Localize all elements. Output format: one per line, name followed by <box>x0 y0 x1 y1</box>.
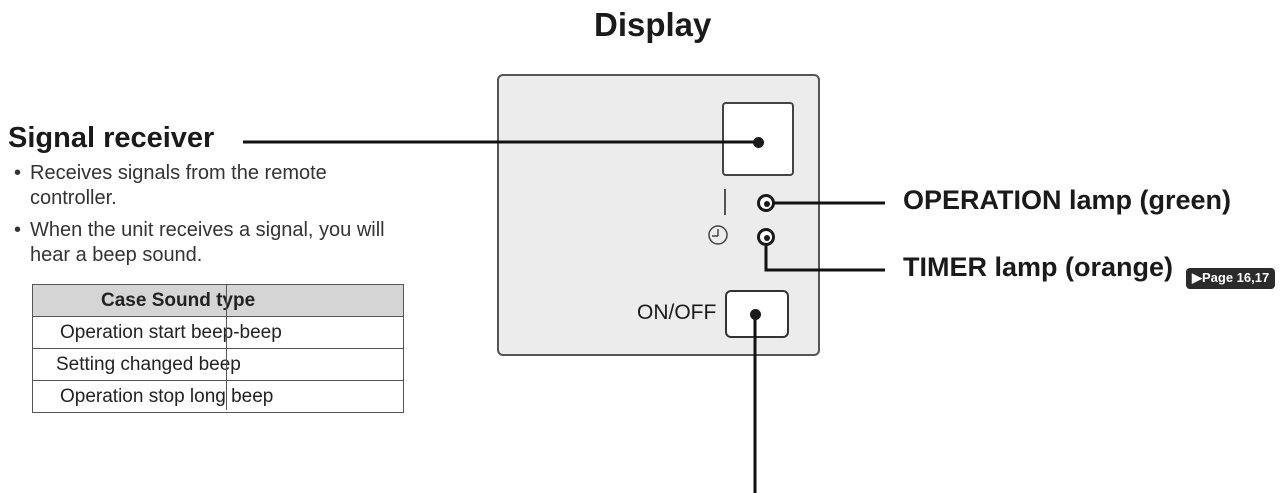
table-cell-text: Setting changed beep <box>56 354 241 375</box>
table-header-cell: Case Sound type <box>32 284 404 317</box>
table-row: Operation stop long beep <box>32 380 404 413</box>
table-cell: Operation stop long beep <box>32 380 404 413</box>
table-cell-text: Operation stop long beep <box>60 386 274 407</box>
signal-receiver-dot <box>753 137 764 148</box>
table-cell: Setting changed beep <box>32 348 404 381</box>
clock-icon <box>708 225 728 245</box>
onoff-dot <box>750 309 761 320</box>
signal-receiver-heading: Signal receiver <box>8 122 215 154</box>
bullet-beep-sound: When the unit receives a signal, you wil… <box>8 218 418 268</box>
sound-type-table: Case Sound type Operation start beep-bee… <box>32 284 404 413</box>
operation-lamp <box>757 194 775 212</box>
operation-lamp-core <box>764 201 770 207</box>
timer-lamp-label: TIMER lamp (orange) <box>903 252 1174 282</box>
onoff-label: ON/OFF <box>637 301 717 324</box>
page-reference-badge[interactable]: ▶Page 16,17 <box>1186 268 1276 289</box>
timer-lamp <box>757 228 775 246</box>
vertical-bar-icon <box>724 189 726 215</box>
timer-lamp-core <box>764 235 770 241</box>
table-row: Operation start beep-beep <box>32 316 404 349</box>
table-cell: Operation start beep-beep <box>32 316 404 349</box>
timer-lamp-leader <box>764 246 885 272</box>
table-header-text: Case Sound type <box>101 290 256 311</box>
table-column-divider <box>226 284 227 410</box>
page-title: Display <box>594 6 712 43</box>
table-header-row: Case Sound type <box>32 284 404 317</box>
operation-lamp-label: OPERATION lamp (green) <box>903 185 1232 215</box>
bullet-receives-signals: Receives signals from the remote control… <box>8 161 388 211</box>
table-row: Setting changed beep <box>32 348 404 381</box>
